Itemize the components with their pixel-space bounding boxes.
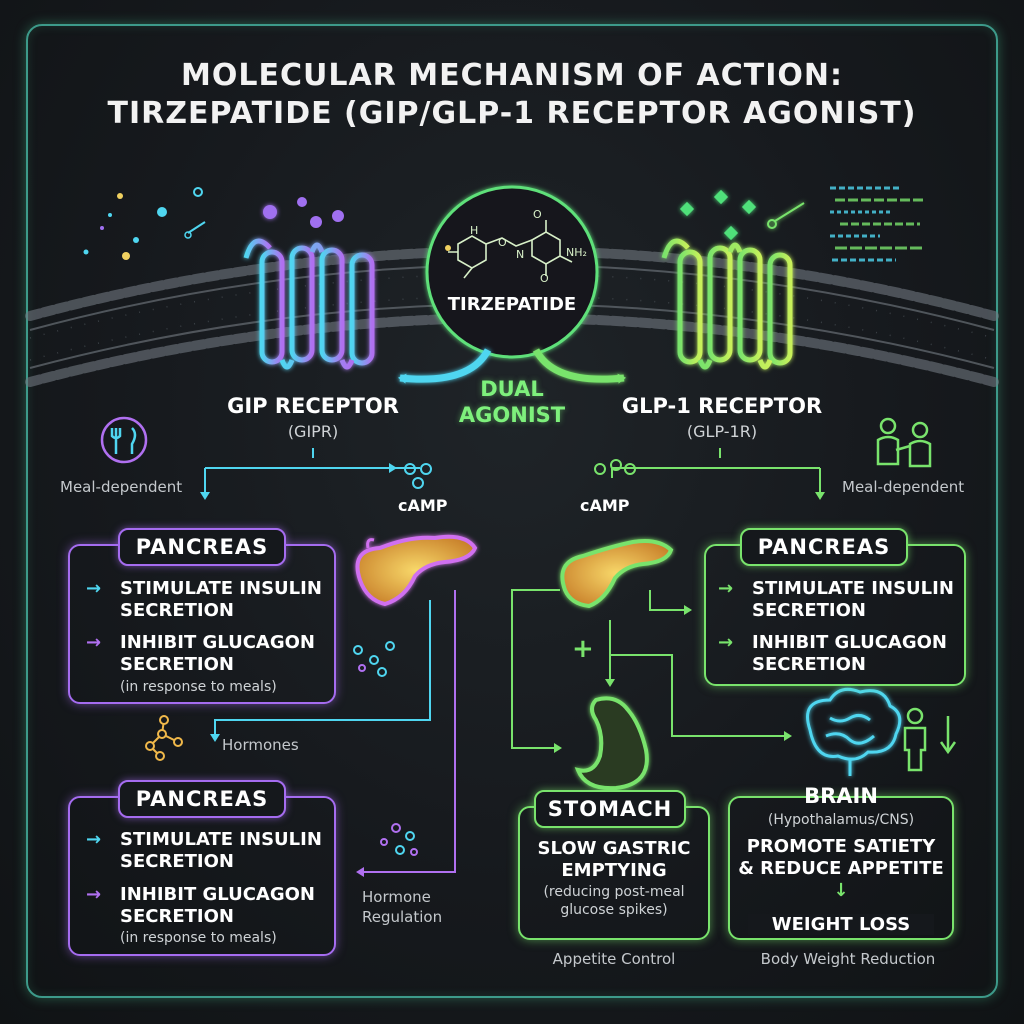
- stomach-note-2: glucose spikes): [560, 902, 668, 918]
- gip-camp-label: cAMP: [398, 496, 448, 515]
- fork-knife-icon: [100, 416, 148, 464]
- pancreas-icon-left: [355, 534, 478, 607]
- gip-box2-item1-line2: SECRETION: [120, 851, 234, 872]
- appetite-control-caption: Appetite Control: [552, 950, 676, 968]
- left-hormone-dots: [353, 641, 418, 856]
- title-line-2: TIRZEPATIDE (GIP/GLP-1 RECEPTOR AGONIST): [107, 96, 917, 131]
- molecule-atom-h: H: [470, 224, 479, 237]
- left-camp-dots: [404, 463, 432, 489]
- person-weight-down-icon: [903, 707, 957, 772]
- hormone-regulation-line-2: Regulation: [362, 908, 443, 926]
- molecule-atom-o3: O: [540, 272, 549, 285]
- data-readout-dashes: [830, 186, 925, 262]
- stomach-note-1: (reducing post-meal: [543, 884, 685, 900]
- arrow-right-icon: →: [86, 578, 102, 599]
- gip-box1-item2-line1: INHIBIT GLUCAGON: [120, 632, 315, 653]
- molecule-atom-o2: O: [498, 236, 507, 249]
- brain-box: [728, 796, 954, 940]
- glp1-receptor-abbr: (GLP-1R): [686, 422, 758, 441]
- arrow-down-icon: ↓: [833, 880, 849, 901]
- gip-box1-item1-line2: SECRETION: [120, 600, 234, 621]
- glp1-pancreas-title: PANCREAS: [740, 528, 908, 566]
- stomach-line-1: SLOW GASTRIC: [537, 838, 691, 859]
- dual-line-1: DUAL: [480, 377, 544, 401]
- arrow-right-icon: →: [86, 829, 102, 850]
- brain-subtitle: (Hypothalamus/CNS): [767, 812, 915, 828]
- arrow-right-icon: →: [86, 884, 102, 905]
- brain-line-1: PROMOTE SATIETY: [746, 836, 936, 857]
- right-connectors: [511, 448, 825, 753]
- gip-box2-item2-line1: INHIBIT GLUCAGON: [120, 884, 315, 905]
- gip-meal-dependent: Meal-dependent: [60, 478, 183, 496]
- molecule-atom-nh2: NH₂: [566, 246, 587, 259]
- gip-box2-note: (in response to meals): [120, 930, 277, 946]
- dual-arrow-right: [532, 348, 626, 384]
- title-line-1: MOLECULAR MECHANISM OF ACTION:: [181, 58, 843, 93]
- brain-icon: [806, 687, 902, 776]
- brain-line-2: & REDUCE APPETITE: [738, 858, 944, 879]
- dual-arrow-left: [398, 348, 492, 384]
- hormone-regulation-line-1: Hormone: [362, 888, 431, 906]
- gip-box1-item2-line2: SECRETION: [120, 654, 234, 675]
- gip-receptor-icon: [243, 238, 375, 370]
- gip-receptor-label: GIP RECEPTOR: [227, 394, 399, 418]
- glp1-box1-item2-line2: SECRETION: [752, 654, 866, 675]
- glp1-receptor-label: GLP-1 RECEPTOR: [621, 394, 823, 418]
- glp1-meal-dependent: Meal-dependent: [842, 478, 965, 496]
- brain-title: BRAIN: [804, 784, 878, 808]
- plus-sign: +: [572, 634, 594, 664]
- stomach-title: STOMACH: [534, 790, 686, 828]
- weight-loss-label: WEIGHT LOSS: [748, 914, 934, 935]
- arrow-right-icon: →: [718, 632, 734, 653]
- arrow-right-icon: →: [718, 578, 734, 599]
- dual-line-2: AGONIST: [458, 403, 566, 427]
- right-camp-dots: [594, 459, 636, 475]
- gip-pancreas-title-1: PANCREAS: [118, 528, 286, 566]
- molecule-atom-n: N: [516, 248, 525, 261]
- left-connectors: [200, 448, 456, 877]
- arrow-right-icon: →: [86, 632, 102, 653]
- doctor-patient-icon: [876, 417, 932, 468]
- gip-receptor-abbr: (GIPR): [287, 422, 339, 441]
- molecule-network-icon: [145, 715, 183, 761]
- gip-ligand-dots: [83, 187, 344, 260]
- outer-frame: [26, 24, 998, 998]
- pancreas-icon-right: [560, 539, 674, 609]
- glp1-box1-item2-line1: INHIBIT GLUCAGON: [752, 632, 947, 653]
- glp1-camp-label: cAMP: [580, 496, 630, 515]
- drug-name: TIRZEPATIDE: [447, 294, 577, 315]
- molecule-atom-o1: O: [533, 208, 542, 221]
- gip-box1-item1-line1: STIMULATE INSULIN: [120, 578, 322, 599]
- glp1-receptor-icon: [661, 238, 793, 370]
- glp1-box1-item1-line1: STIMULATE INSULIN: [752, 578, 954, 599]
- hormones-label: Hormones: [222, 736, 299, 754]
- gip-box2-item1-line1: STIMULATE INSULIN: [120, 829, 322, 850]
- gip-pancreas-title-2: PANCREAS: [118, 780, 286, 818]
- body-weight-reduction-caption: Body Weight Reduction: [760, 950, 936, 968]
- glp1-ligand-diamonds: [679, 189, 805, 241]
- stomach-icon: [574, 696, 649, 791]
- stomach-line-2: EMPTYING: [561, 860, 667, 881]
- glp1-box1-item1-line2: SECRETION: [752, 600, 866, 621]
- gip-box2-item2-line2: SECRETION: [120, 906, 234, 927]
- gip-box1-note: (in response to meals): [120, 679, 277, 695]
- tirzepatide-molecule-icon: [425, 185, 599, 359]
